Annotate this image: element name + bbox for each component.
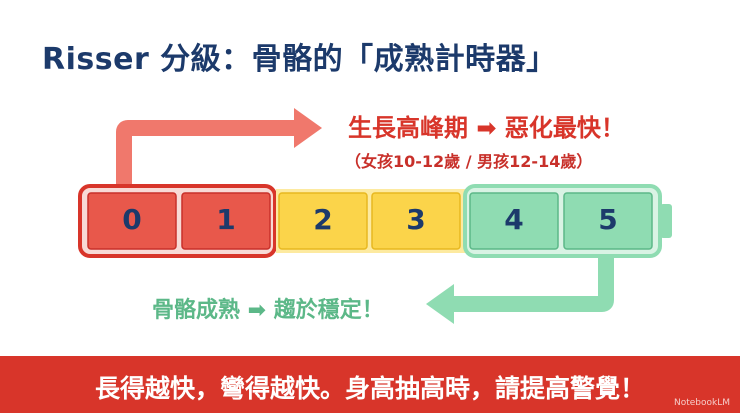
green-arrow-icon: [452, 228, 614, 312]
maturity-callout: 骨骼成熟 ➡ 趨於穩定！: [152, 298, 384, 323]
page-title: Risser 分級：骨骼的「成熟計時器」: [42, 42, 557, 77]
red-arrow-icon: [116, 120, 296, 186]
stage-label-4: 4: [504, 203, 524, 236]
stage-label-3: 3: [406, 203, 426, 236]
warning-banner: 長得越快，彎得越快。身高抽高時，請提高警覺！ NotebookLM: [0, 356, 740, 413]
stage-cell-4: [469, 192, 559, 250]
red-arrow-head: [294, 108, 322, 148]
stage-label-5: 5: [598, 203, 618, 236]
green-arrow-head: [426, 284, 454, 324]
growth-peak-age-note: （女孩10-12歲 / 男孩12-14歲）: [345, 152, 593, 171]
growth-peak-callout: 生長高峰期 ➡ 惡化最快！: [348, 114, 625, 142]
stage-cell-1: [181, 192, 271, 250]
stage-label-0: 0: [122, 203, 142, 236]
stage-cell-2: [278, 192, 368, 250]
stage-label-1: 1: [216, 203, 236, 236]
warning-banner-text: 長得越快，彎得越快。身高抽高時，請提高警覺！: [94, 374, 645, 403]
stage-label-2: 2: [313, 203, 333, 236]
battery-terminal: [660, 204, 672, 238]
stage-cell-5: [563, 192, 653, 250]
notebooklm-watermark: NotebookLM: [673, 398, 730, 408]
stage-cell-0: [87, 192, 177, 250]
stage-cell-3: [371, 192, 461, 250]
